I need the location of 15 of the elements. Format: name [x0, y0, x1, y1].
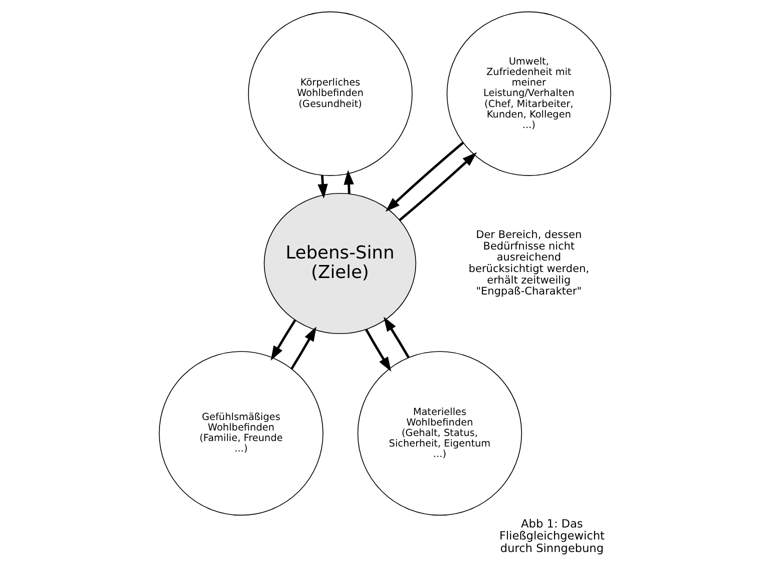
node-circle: Gefühlsmäßiges Wohlbefinden (Familie, Freunde ...) [158, 351, 323, 516]
arrow [384, 142, 464, 212]
label: Der Bereich, dessen Bedürfnisse nicht ausreichend berücksichtigt werden, erhält zeitweilig "Engpaß-Charakter" [468, 228, 589, 298]
node-circle: Materielles Wohlbefinden (Gehalt, Status, Sicherheit, Eigentum ...) [356, 351, 522, 516]
arrow [270, 319, 296, 361]
arrow [290, 326, 316, 370]
arrow [343, 170, 354, 194]
node-circle: Körperliches Wohlbefinden (Gesundheit) [248, 11, 412, 176]
node-circle: Umwelt, Zufriedenheit mit meiner Leistung/Verhalten (Chef, Mitarbeiter, Kunden, Kollegen ...) [446, 11, 611, 176]
node-circle: Lebens-Sinn (Ziele) [263, 193, 416, 334]
arrow [383, 316, 410, 358]
arrow [317, 175, 328, 199]
arrow [398, 152, 476, 221]
caption: Abb 1: Das Fließgleichgewicht durch Sinngebung [498, 516, 604, 555]
arrow [364, 328, 391, 372]
